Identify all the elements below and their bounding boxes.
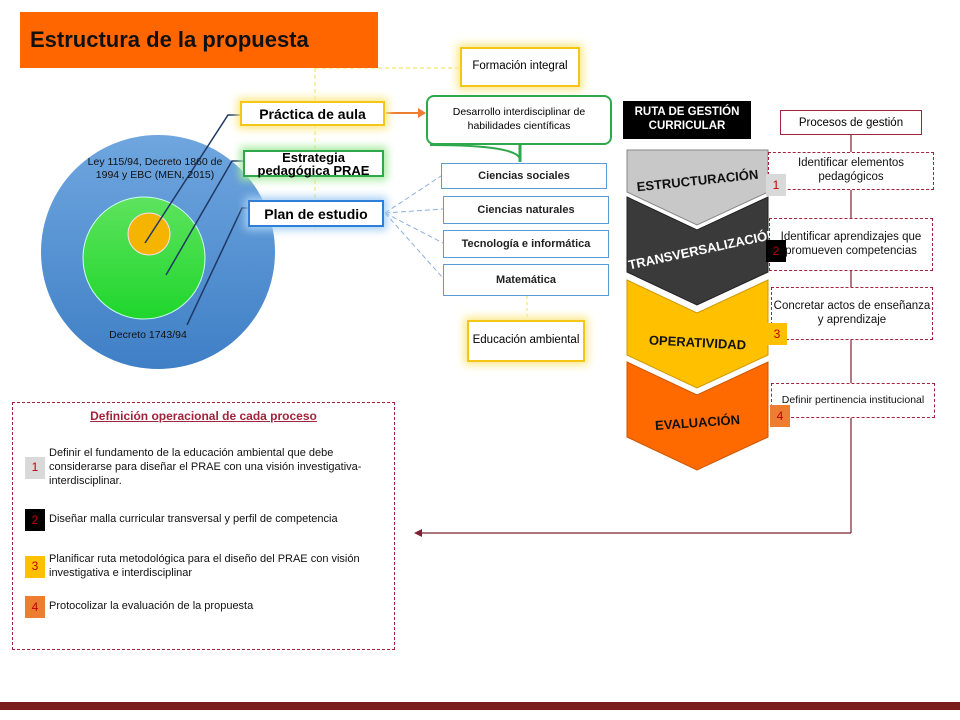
chevron-evaluacion [626,361,769,471]
definicion-item-2: 2 Diseñar malla curricular transversal y … [25,509,355,531]
badge-4: 4 [25,596,45,618]
desarrollo-box: Desarrollo interdisciplinar de habilidad… [426,95,612,145]
badge-1: 1 [766,174,786,196]
estrategia-prae-box: Estrategia pedagógica PRAE [243,150,384,177]
proceso-3: Concretar actos de enseñanza y aprendiza… [771,287,933,340]
inner-circle [127,212,171,256]
badge-3: 3 [25,555,45,578]
badge-3: 3 [767,323,787,345]
badge-1: 1 [25,456,45,479]
subject-tecnologia: Tecnología e informática [443,230,609,258]
procesos-title: Procesos de gestión [780,110,922,135]
practica-aula-box: Práctica de aula [240,101,385,126]
definicion-item-4: 4 Protocolizar la evaluación de la propue… [25,596,375,618]
chevron-transversalizacion [626,196,769,306]
middle-circle [82,196,206,320]
outer-circle-label: Ley 115/94, Decreto 1860 de 1994 y EBC (… [87,156,223,182]
proceso-4: Definir pertinencia institucional [771,383,935,418]
badge-2: 2 [25,509,45,531]
badge-4: 4 [770,405,790,427]
page-title: Estructura de la propuesta [20,12,378,68]
ruta-title: RUTA DE GESTIÓN CURRICULAR [623,101,751,139]
definicion-title: Definición operacional de cada proceso [90,409,317,423]
bottom-circle-label: Decreto 1743/94 [109,329,187,341]
chevron-operatividad [626,279,769,389]
definicion-text: Definir el fundamento de la educación am… [49,447,362,487]
plan-estudio-box: Plan de estudio [248,200,384,227]
proceso-1: Identificar elementos pedagógicos [768,152,934,190]
educacion-ambiental-box: Educación ambiental [467,320,585,362]
ruta-chevrons [626,149,769,471]
subject-matematica: Matemática [443,264,609,296]
chevron-estructuracion [626,149,769,226]
badge-2: 2 [766,240,786,262]
definicion-text: Diseñar malla curricular transversal y p… [49,513,338,526]
definicion-text: Protocolizar la evaluación de la propues… [49,600,254,613]
definicion-text: Planificar ruta metodológica para el dis… [49,553,360,579]
proceso-2: Identificar aprendizajes que promueven c… [769,218,933,271]
subject-ciencias-sociales: Ciencias sociales [441,163,607,189]
formacion-integral-box: Formación integral [460,47,580,87]
subject-ciencias-naturales: Ciencias naturales [443,196,609,224]
footer-bar [0,702,960,710]
definicion-panel: Definición operacional de cada proceso 1… [12,402,395,650]
